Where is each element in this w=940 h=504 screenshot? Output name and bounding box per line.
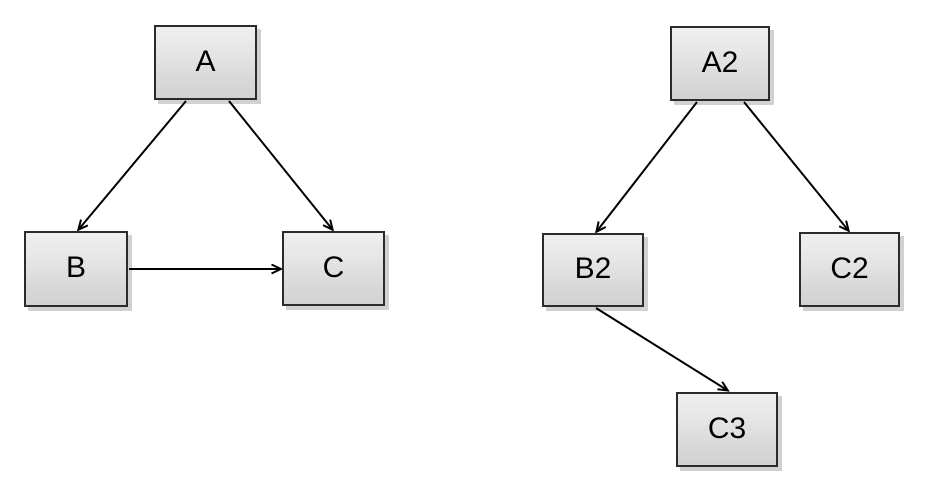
edge-b2-to-c3 [595, 307, 727, 390]
edge-a-to-c [228, 100, 332, 229]
node-label-b2: B2 [574, 252, 612, 285]
node-a[interactable]: A [154, 25, 257, 100]
node-a2[interactable]: A2 [670, 26, 770, 101]
node-label-c2: C2 [830, 251, 869, 285]
edge-a2-to-b2 [597, 101, 698, 231]
node-label-a: A [195, 44, 216, 78]
edge-a2-to-c2 [743, 101, 848, 230]
node-c[interactable]: C [282, 231, 385, 306]
node-label-c3: C3 [707, 411, 747, 445]
edge-a-to-b [79, 100, 187, 229]
node-label-c: C [322, 250, 345, 284]
node-b2[interactable]: B2 [542, 233, 644, 307]
node-b[interactable]: B [24, 231, 128, 307]
node-label-b: B [65, 251, 86, 284]
node-label-a2: A2 [701, 45, 739, 79]
node-c2[interactable]: C2 [799, 232, 900, 307]
node-c3[interactable]: C3 [676, 392, 778, 467]
